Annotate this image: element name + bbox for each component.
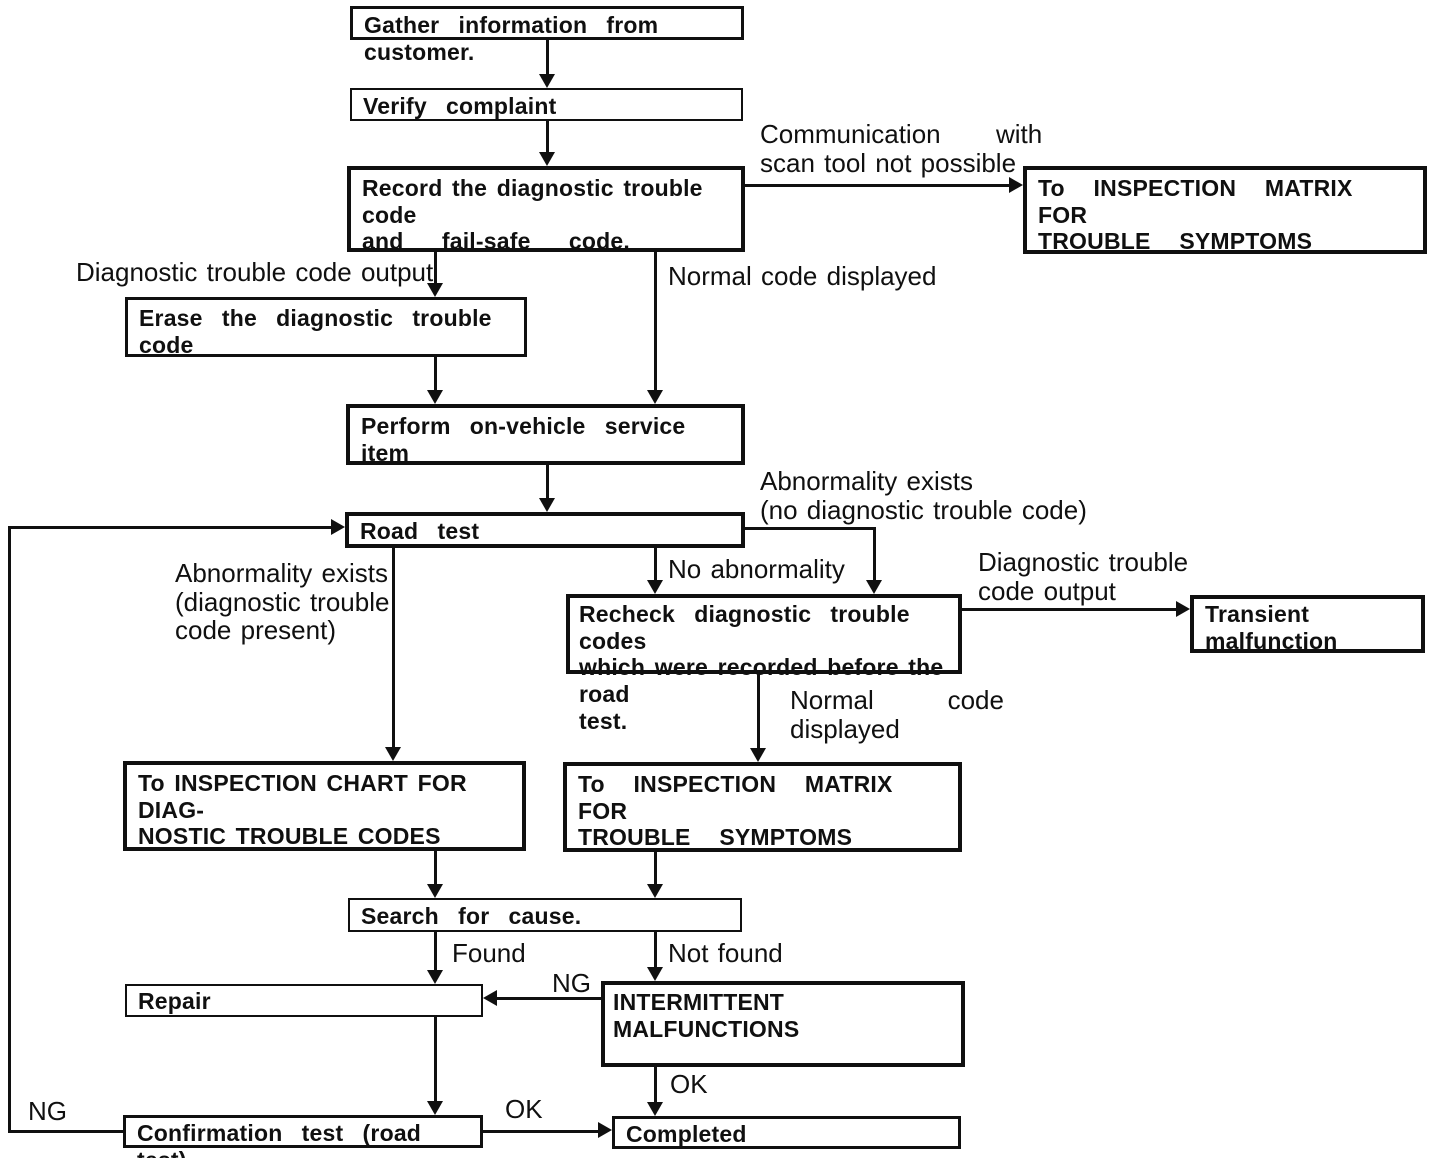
flow-connector-line (757, 674, 760, 748)
edge-label-communication-not-possible: Communication with scan tool not possibl… (760, 119, 1043, 178)
flow-box-record-trouble-code: Record the diagnostic trouble code and f… (347, 166, 745, 254)
flow-box-road-test: Road test (345, 512, 745, 548)
flow-arrowhead (647, 967, 663, 981)
edge-label-normal-code-mid: Normal code displayed (790, 685, 1004, 744)
flow-connector-line (654, 852, 657, 884)
flow-connector-line (546, 40, 549, 74)
flow-arrowhead (427, 884, 443, 898)
flow-arrowhead (750, 748, 766, 762)
flow-connector-line (654, 1067, 657, 1102)
flow-connector-line (483, 1130, 598, 1133)
flow-connector-line (434, 252, 437, 283)
flow-box-recheck-codes: Recheck diagnostic trouble codes which w… (566, 594, 962, 734)
flow-connector-line (654, 932, 657, 967)
edge-label-ok-mid: OK (670, 1069, 708, 1099)
flow-connector-line (962, 608, 1176, 611)
flow-arrowhead (647, 1102, 663, 1116)
edge-label-dtc-output-top: Diagnostic trouble code output (76, 257, 434, 287)
flow-connector-line (654, 252, 657, 390)
edge-label-abnormality-present: Abnormality exists (diagnostic trouble c… (175, 558, 390, 646)
flow-box-confirmation-test: Confirmation test (road test) (123, 1115, 483, 1158)
flow-box-transient-malfunction: Transient malfunction (1190, 595, 1425, 654)
flow-arrowhead (598, 1122, 612, 1138)
flow-arrowhead (483, 990, 497, 1006)
edge-label-ok-confirm: OK (505, 1094, 543, 1124)
edge-label-no-abnormality: No abnormality (668, 554, 845, 584)
flow-arrowhead (647, 884, 663, 898)
flow-arrowhead (539, 498, 555, 512)
flow-connector-line (873, 527, 876, 580)
edge-label-found: Found (452, 938, 526, 968)
flow-arrowhead (866, 580, 882, 594)
flow-box-erase-trouble-code: Erase the diagnostic trouble code (125, 297, 527, 358)
flow-arrowhead (1009, 177, 1023, 193)
flow-arrowhead (427, 1101, 443, 1115)
flow-box-inspection-matrix-mid: To INSPECTION MATRIX FOR TROUBLE SYMPTOM… (563, 762, 962, 852)
flow-connector-line (8, 1130, 123, 1133)
edge-label-not-found: Not found (668, 938, 783, 968)
flow-connector-line (434, 851, 437, 884)
flow-box-gather-information: Gather information from customer. (350, 6, 744, 65)
flow-box-search-for-cause: Search for cause. (348, 898, 742, 932)
flow-box-verify-complaint: Verify complaint (350, 88, 743, 121)
flow-connector-line (8, 526, 11, 1133)
flow-connector-line (745, 527, 876, 530)
flow-box-completed: Completed (612, 1116, 961, 1149)
flow-arrowhead (427, 283, 443, 297)
flow-arrowhead (1176, 601, 1190, 617)
edge-label-abnormality-no-dtc: Abnormality exists (no diagnostic troubl… (760, 466, 1087, 525)
flow-connector-line (497, 997, 601, 1000)
flow-connector-line (654, 548, 657, 580)
flow-arrowhead (539, 74, 555, 88)
flow-connector-line (434, 932, 437, 970)
flow-arrowhead (427, 970, 443, 984)
flow-connector-line (8, 526, 331, 529)
flow-connector-line (392, 548, 395, 747)
edge-label-normal-code-top: Normal code displayed (668, 261, 937, 291)
flow-connector-line (546, 121, 549, 152)
flow-arrowhead (331, 519, 345, 535)
flow-arrowhead (427, 390, 443, 404)
edge-label-dtc-output-mid: Diagnostic trouble code output (978, 547, 1189, 606)
flow-box-perform-service: Perform on-vehicle service item (346, 404, 745, 466)
flow-arrowhead (647, 580, 663, 594)
flow-box-inspection-matrix-top: To INSPECTION MATRIX FOR TROUBLE SYMPTOM… (1023, 166, 1427, 254)
flow-arrowhead (539, 152, 555, 166)
edge-label-ng-mid: NG (552, 968, 591, 998)
edge-label-ng-left: NG (28, 1096, 67, 1126)
flow-arrowhead (385, 747, 401, 761)
flow-box-inspection-chart: To INSPECTION CHART FOR DIAG- NOSTIC TRO… (123, 761, 526, 851)
flow-connector-line (434, 1017, 437, 1101)
flow-connector-line (745, 184, 1009, 187)
flow-connector-line (546, 465, 549, 498)
flow-arrowhead (647, 390, 663, 404)
flow-connector-line (434, 357, 437, 390)
flow-box-repair: Repair (125, 984, 483, 1017)
flow-box-intermittent-malfunctions: INTERMITTENT MALFUNCTIONS (601, 981, 965, 1067)
